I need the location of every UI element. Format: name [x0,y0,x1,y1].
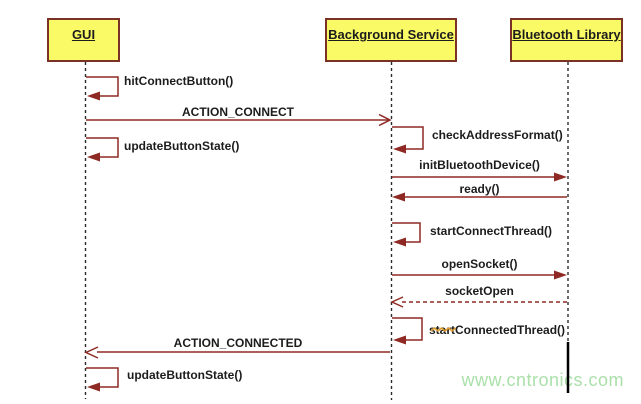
spellcheck-squiggle [430,326,457,333]
arrowhead-start-connected-thread [393,335,406,345]
actor-label-gui: GUI [71,27,96,42]
arrowhead-start-connect-thread [393,237,406,247]
message-label-update-button-state-2: updateButtonState() [127,368,243,382]
arrowhead-action-connected [84,346,99,359]
actor-box-gui: GUI [47,18,120,62]
actor-label-bluetooth-library: Bluetooth Library [512,27,621,42]
arrowhead-action-connect [378,113,392,127]
arrow-start-connect-thread [392,222,421,243]
message-label-start-connect-thread: startConnectThread() [430,224,553,238]
arrowhead-init-bluetooth-device [554,172,567,182]
message-label-action-connect: ACTION_CONNECT [181,105,294,119]
arrow-hit-connect-button [86,76,119,97]
message-label-open-socket: openSocket() [441,257,518,271]
arrowhead-socket-open [390,296,404,308]
message-label-socket-open: socketOpen [445,284,514,298]
arrow-start-connected-thread [392,317,423,341]
actor-box-bluetooth-library: Bluetooth Library [510,18,623,62]
arrowhead-open-socket [554,270,567,280]
message-label-action-connected: ACTION_CONNECTED [173,336,303,350]
message-label-ready: ready() [459,182,500,196]
message-label-hit-connect-button: hitConnectButton() [124,74,234,88]
message-label-update-button-state-1: updateButtonState() [124,139,240,153]
watermark-text: www.cntronics.com [461,370,624,390]
arrow-check-address-format [392,126,424,150]
arrowhead-ready [392,192,405,202]
message-label-check-address-format: checkAddressFormat() [432,128,563,142]
arrowhead-update-button-state-2 [87,382,100,392]
message-label-start-connected-thread: startConnectedThread() [429,323,566,337]
actor-label-background-service: Background Service [328,27,454,42]
arrow-update-button-state-1 [86,137,119,158]
message-label-init-bluetooth-device: initBluetoothDevice() [419,158,540,172]
arrowhead-update-button-state-1 [87,152,100,162]
arrow-update-button-state-2 [86,367,119,388]
arrowhead-check-address-format [393,144,406,154]
arrowhead-hit-connect-button [87,91,100,101]
actor-box-background-service: Background Service [325,18,457,62]
